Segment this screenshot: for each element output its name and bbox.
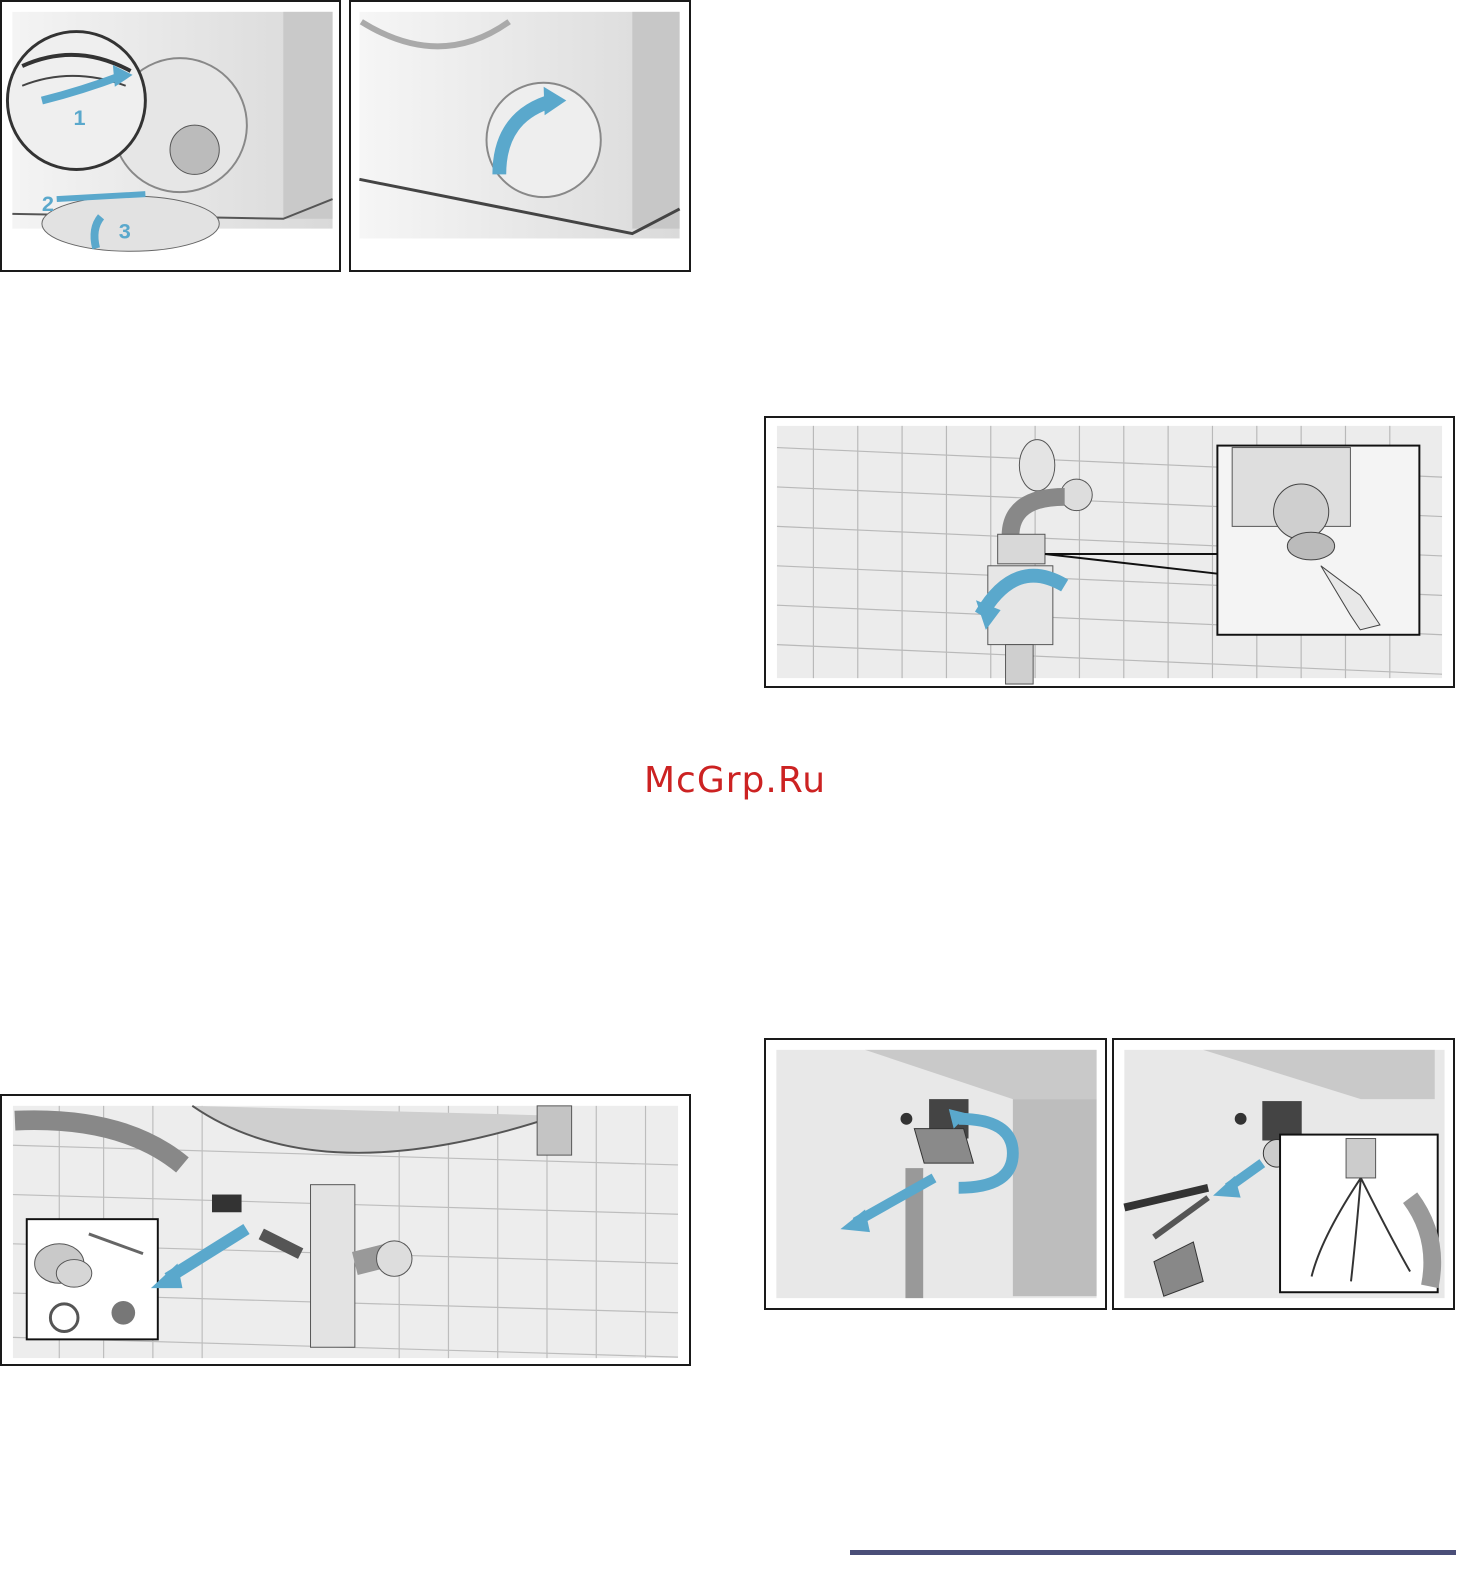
drain-siphon-drawing	[2, 1096, 689, 1364]
step-number-1: 1	[73, 105, 85, 130]
illustration-tap-filter	[764, 416, 1455, 688]
illustration-drain-siphon	[0, 1094, 691, 1366]
illustration-inlet-hose-removal	[764, 1038, 1107, 1310]
step-number-2: 2	[42, 191, 54, 216]
watermark-text: McGrp.Ru	[600, 760, 870, 801]
tap-filter-drawing	[766, 418, 1453, 686]
step-number-3: 3	[119, 218, 131, 243]
footer-rule	[850, 1550, 1456, 1555]
illustration-inlet-filter-cleaning	[1112, 1038, 1455, 1310]
close-cover-drawing	[351, 2, 689, 270]
inlet-filter-drawing	[1114, 1040, 1453, 1308]
pump-cover-drawing: 1 2 3	[2, 2, 339, 270]
illustration-close-cover	[349, 0, 691, 272]
inlet-hose-drawing	[766, 1040, 1105, 1308]
illustration-pump-cover: 1 2 3	[0, 0, 341, 272]
